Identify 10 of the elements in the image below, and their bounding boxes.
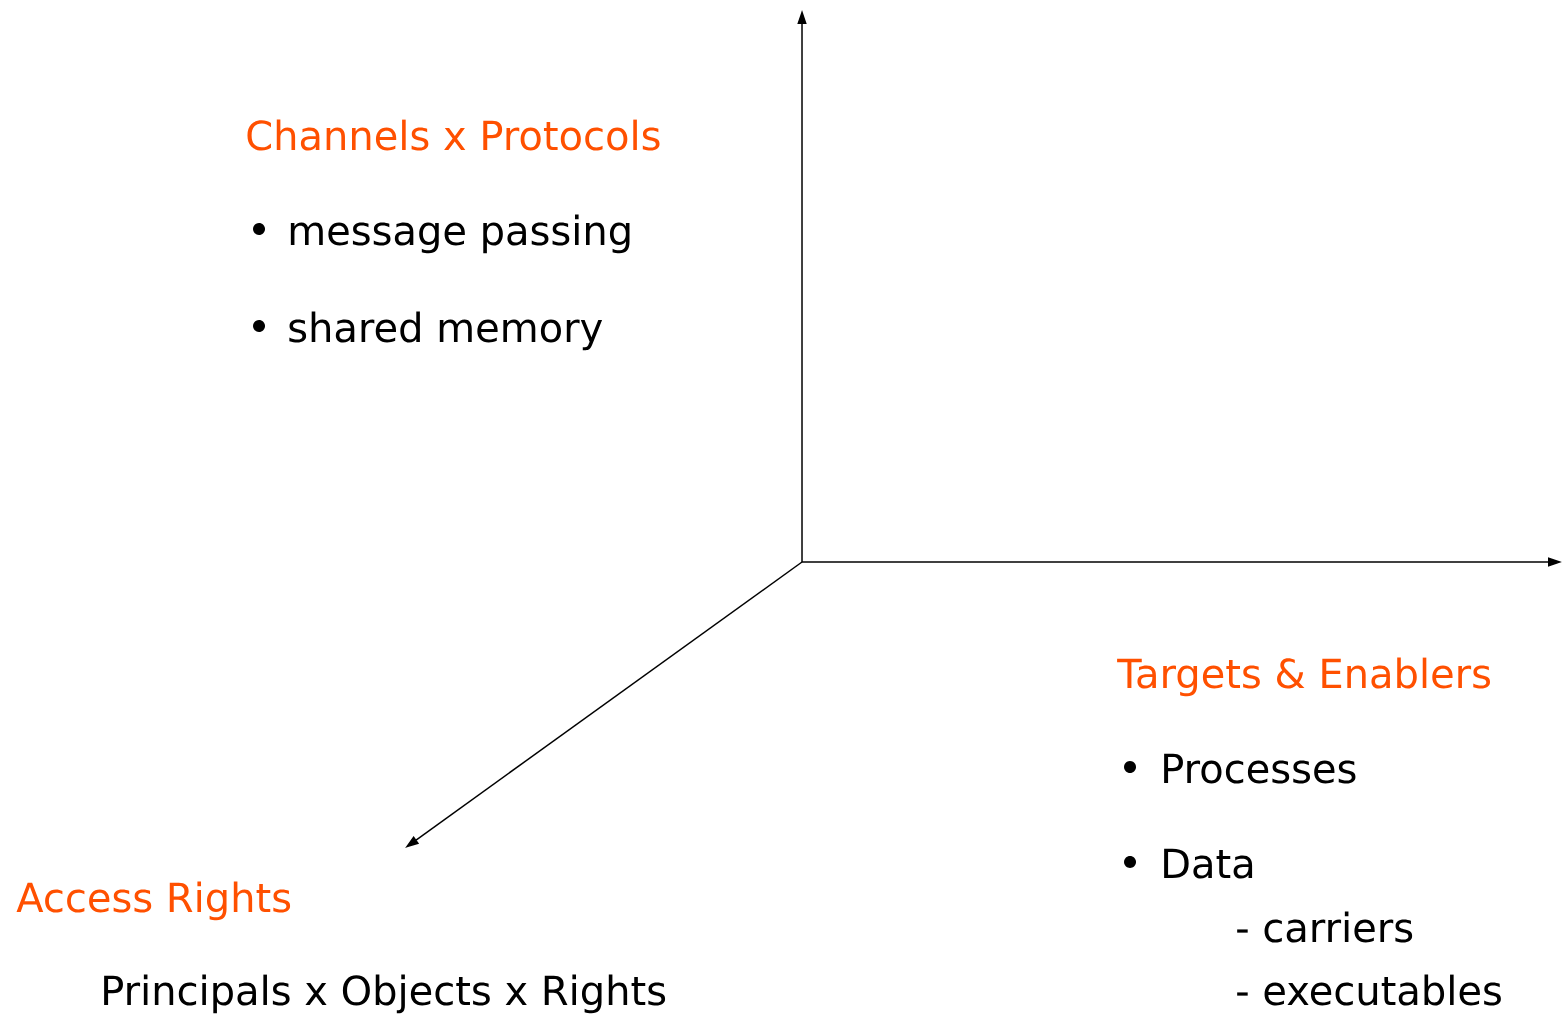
axis-item: Processes bbox=[1164, 753, 1356, 784]
axis-item: shared memory bbox=[289, 311, 603, 351]
axis-heading: Channels x Protocols bbox=[247, 119, 660, 151]
axis-heading: Targets & Enablers bbox=[1117, 657, 1490, 697]
axis-item: Data bbox=[1164, 848, 1253, 879]
axis-item: - executables bbox=[1237, 974, 1501, 1006]
axis-item: Principals x Objects x Rights bbox=[104, 974, 666, 1014]
axis-item: message passing bbox=[290, 214, 630, 254]
axis-heading: Access Rights bbox=[16, 881, 291, 921]
axis-item: - carriers bbox=[1237, 911, 1413, 943]
